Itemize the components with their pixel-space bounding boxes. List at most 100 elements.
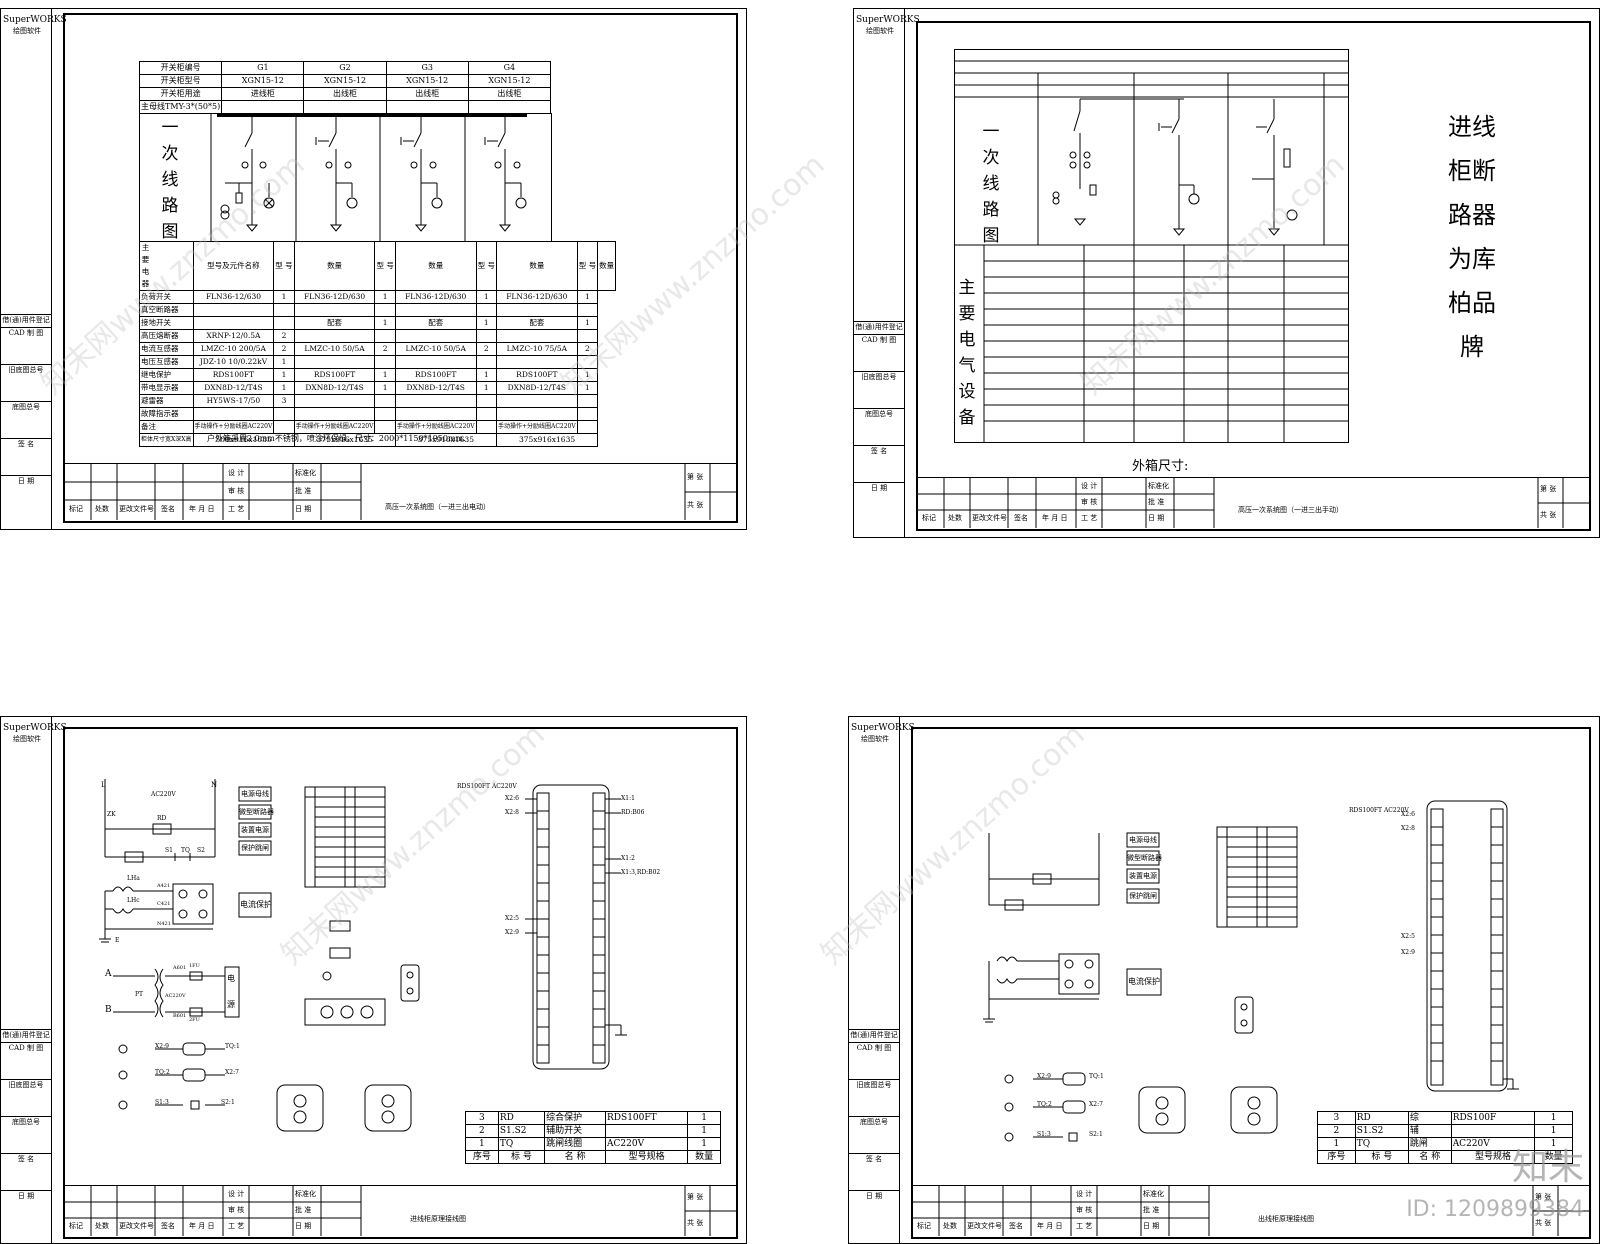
bom-cell: 1	[1317, 1137, 1356, 1151]
title-block: 设 计标准化 审 核批 准 标记处数更改文件号签名年 月 日工 艺日 期 高压一…	[918, 477, 1589, 528]
cabinet-model: XGN15-12	[221, 74, 305, 88]
sheet-total: 共 张	[1535, 1219, 1552, 1227]
outer-size: 外箱尺寸:	[1132, 459, 1189, 474]
cabinet-model: XGN15-12	[467, 74, 552, 88]
label-dian: 电	[227, 974, 235, 983]
table-row: 故障指示器	[139, 407, 616, 421]
label-b: B	[105, 1005, 112, 1015]
table-cell: RDS100FT	[293, 368, 376, 382]
bom-head: 序号	[1317, 1150, 1356, 1164]
strip-cell: 签 名	[1, 1153, 51, 1172]
bom-cell: 2	[1317, 1124, 1356, 1138]
table-cell	[192, 303, 275, 317]
strip-cell: 借(通)用件登记	[1, 314, 51, 333]
table-cell: 1	[475, 368, 497, 382]
tb-label: 设 计	[228, 1190, 245, 1198]
tb-label: 设 计	[228, 469, 245, 477]
table-cell	[495, 329, 578, 343]
drawing-frame: 电源母线 微型断路器 装置电源 保护跳闸 电流保护 RDS100FT AC220…	[911, 727, 1591, 1239]
bom-head: 序号	[465, 1150, 499, 1164]
label-rds: RDS100FT AC220V	[457, 783, 517, 790]
label-rd: RD	[157, 815, 167, 822]
sheet-no: 第 张	[1535, 1193, 1552, 1201]
bom-cell: TQ	[497, 1137, 546, 1151]
table-cell: 2	[273, 342, 295, 356]
strip-cell: 借(通)用件登记	[849, 1029, 899, 1048]
tb-label: 处数	[95, 505, 109, 513]
label-e: E	[115, 937, 120, 944]
cabinet-use: 出线柜	[303, 87, 387, 101]
table-cell	[394, 329, 477, 343]
tb-label: 标记	[922, 514, 936, 522]
table-cell	[273, 316, 295, 330]
table-cell: 1	[273, 368, 295, 382]
strip-cell: 借(通)用件登记	[854, 321, 904, 340]
bom-cell: 辅	[1407, 1124, 1452, 1138]
strip-cell: 底图总号	[1, 1116, 51, 1135]
table-cell: FLN36-12D/630	[394, 290, 477, 304]
drawing-frame: 一次线路图 主要电气设备 进线柜断路器为库柏品牌 外箱尺寸: 设 计标准化 审 …	[916, 21, 1591, 531]
label-x2-8: X2:8	[1401, 825, 1415, 832]
bom-head: 型号规格	[605, 1150, 689, 1164]
bom-cell: 跳闸	[1407, 1137, 1452, 1151]
cabinet-model: XGN15-12	[303, 74, 387, 88]
label-a421: A421	[157, 883, 171, 889]
label-s1: S1	[165, 847, 173, 854]
table-cell: FLN36-12D/630	[293, 290, 376, 304]
table-cell: 1	[475, 316, 497, 330]
table-cell: JDZ-10 10/0.22kV	[192, 355, 275, 369]
tb-label: 批 准	[295, 1206, 312, 1214]
table-cell	[273, 420, 295, 434]
title-block: 设 计标准化 审 核批 准 标记处数更改文件号签名年 月 日工 艺日 期 高压一…	[65, 463, 736, 520]
label-x1-2: X1:2	[621, 855, 635, 862]
tb-label: 签名	[1014, 514, 1028, 522]
sheet-no: 第 张	[687, 473, 704, 481]
table-cell	[293, 355, 376, 369]
table-cell: 2	[273, 329, 295, 343]
strip-cell: 旧底图总号	[1, 364, 51, 383]
table-cell: 配套	[293, 316, 376, 330]
strip-cell: 旧底图总号	[849, 1079, 899, 1098]
table-cell: 1	[576, 381, 599, 395]
legend-3: 装置电源	[241, 826, 269, 834]
tb-label: 处数	[95, 1222, 109, 1230]
row-label: 带电显示器	[139, 381, 194, 395]
row-label: 继电保护	[139, 368, 194, 382]
bom-head: 标 号	[1354, 1150, 1409, 1164]
label-x2-7: X2:7	[225, 1069, 239, 1076]
table-cell: 2	[475, 342, 497, 356]
note-text: 户外箱采用2.0mm不锈钢，喷涂环保绿。尺寸：2000*1150*1950mm.	[207, 434, 466, 443]
equipment-label: 主要电气设备	[958, 278, 976, 428]
label-s1-3: S1:3	[155, 1099, 169, 1106]
table-cell	[576, 355, 599, 369]
bom-cell: 综合保护	[544, 1111, 607, 1125]
tb-label: 日 期	[295, 505, 312, 513]
col-head: 数量	[597, 241, 617, 291]
table-cell: 1	[374, 290, 396, 304]
title-block: 设 计标准化 审 核批 准 标记处数更改文件号签名年 月 日工 艺日 期 进线柜…	[65, 1185, 736, 1236]
bom-cell: 2	[465, 1124, 499, 1138]
strip-cell: 日 期	[854, 482, 904, 501]
header-label: 开关柜编号	[138, 61, 223, 75]
legend-2: 微型断路器	[1127, 854, 1162, 862]
drawing-title: 出线柜原理接线图	[1258, 1215, 1314, 1223]
table-cell	[394, 407, 477, 421]
label-lha: LHa	[127, 875, 140, 882]
drawing-title: 高压一次系统图（一进三出手动）	[1238, 506, 1343, 514]
label-x2-5: X2:5	[505, 915, 519, 922]
row-label: 故障指示器	[139, 407, 194, 421]
table-cell	[293, 303, 376, 317]
table-cell: 1	[576, 368, 599, 382]
bom-cell: RDS100F	[1450, 1111, 1536, 1125]
table-cell	[475, 394, 497, 408]
strip-cell: 日 期	[1, 1190, 51, 1209]
strip-cell: 旧底图总号	[1, 1079, 51, 1098]
tb-label: 审 核	[1081, 498, 1098, 506]
bom-head: 标 号	[497, 1150, 546, 1164]
side-label: 主要电器	[139, 241, 194, 291]
